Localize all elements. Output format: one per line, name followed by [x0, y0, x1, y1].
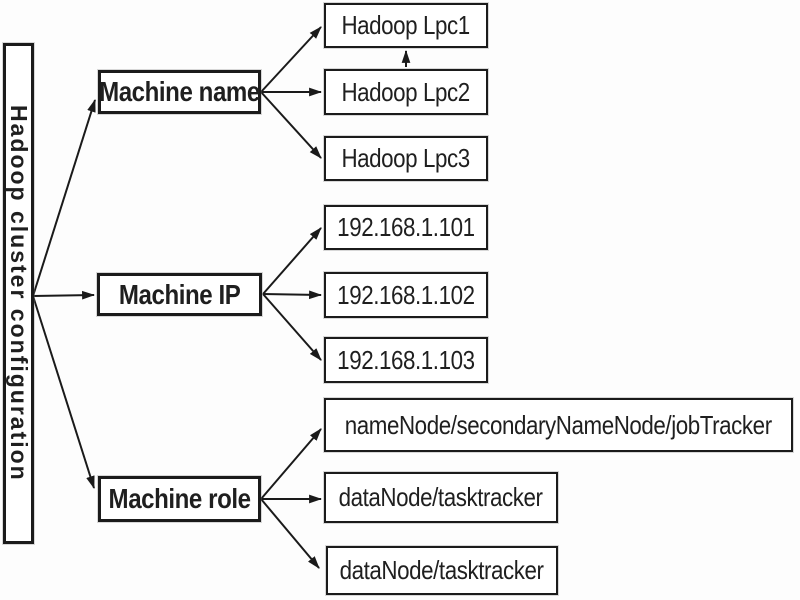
root-node-label: Hadoop cluster configuration [6, 105, 32, 482]
branch-label: Machine role [108, 483, 251, 514]
branch-label: Machine IP [118, 278, 241, 310]
leaf-node-ip-101: 192.168.1.101 [324, 205, 488, 250]
leaf-label: 192.168.1.103 [337, 344, 475, 375]
leaf-label: Hadoop Lpc1 [341, 10, 471, 40]
leaf-node-ip-102: 192.168.1.102 [324, 272, 488, 318]
arrow-ip-to-102 [262, 290, 323, 300]
leaf-node-role-slave2: dataNode/tasktracker [326, 546, 558, 595]
leaf-node-role-master: nameNode/secondaryNameNode/jobTracker [324, 398, 793, 452]
leaf-label: 192.168.1.102 [337, 279, 475, 310]
arrow-name-to-lpc3 [260, 91, 322, 159]
root-node-hadoop-cluster-configuration: Hadoop cluster configuration [3, 43, 34, 544]
leaf-node-ip-103: 192.168.1.103 [324, 337, 488, 383]
arrow-root-to-machine-name [32, 98, 96, 297]
branch-node-machine-role: Machine role [98, 476, 261, 522]
leaf-label: dataNode/tasktracker [340, 555, 544, 585]
arrow-root-to-machine-role [32, 295, 95, 490]
branch-label: Machine name [99, 76, 260, 107]
leaf-node-hadoop-lpc3: Hadoop Lpc3 [324, 136, 488, 181]
arrow-role-to-slave2 [260, 498, 320, 569]
arrow-root-to-machine-ip [32, 290, 96, 300]
leaf-label: Hadoop Lpc3 [341, 143, 471, 173]
leaf-label: Hadoop Lpc2 [341, 76, 471, 107]
arrow-ip-to-103 [262, 293, 322, 361]
arrow-name-to-lpc1 [260, 26, 322, 93]
leaf-node-hadoop-lpc1: Hadoop Lpc1 [324, 3, 488, 48]
leaf-node-role-slave1: dataNode/tasktracker [324, 472, 558, 523]
branch-node-machine-ip: Machine IP [97, 273, 262, 316]
arrow-role-to-master [260, 428, 322, 500]
leaf-node-hadoop-lpc2: Hadoop Lpc2 [324, 69, 488, 115]
leaf-label: 192.168.1.101 [337, 212, 475, 242]
leaf-label: nameNode/secondaryNameNode/jobTracker [345, 409, 772, 440]
arrow-ip-to-101 [262, 227, 322, 295]
branch-node-machine-name: Machine name [98, 70, 261, 114]
leaf-label: dataNode/tasktracker [339, 482, 543, 512]
